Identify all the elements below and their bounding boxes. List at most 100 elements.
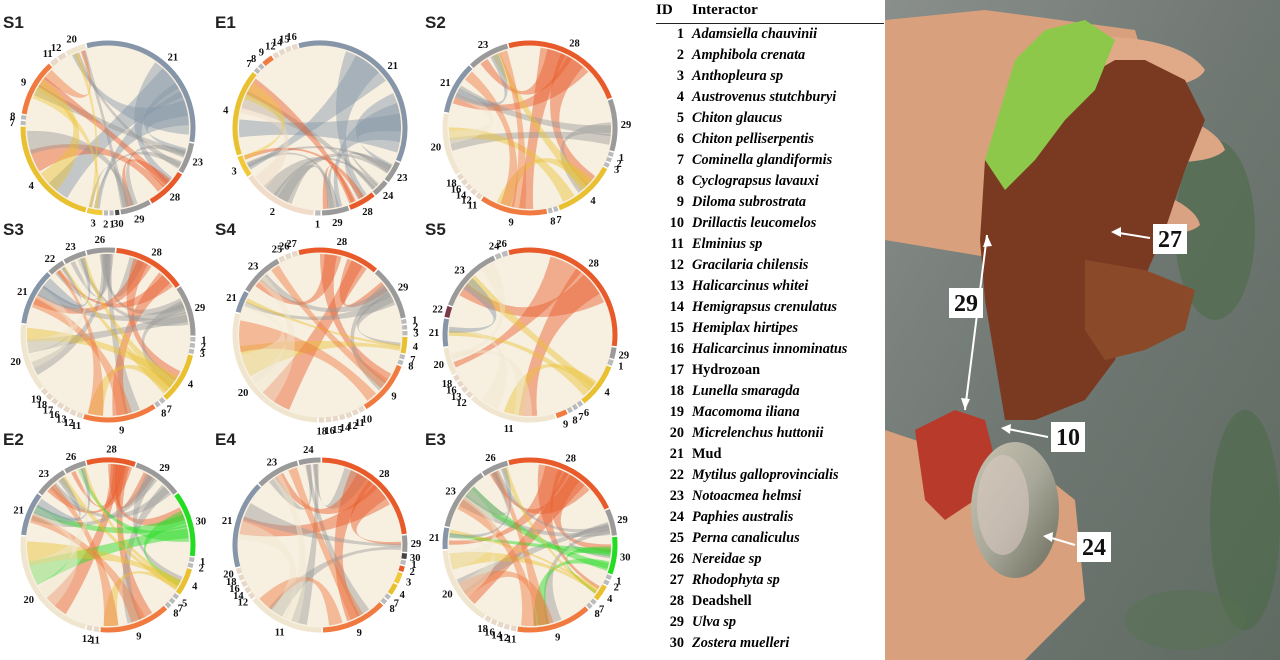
chord-node-label: 8 — [161, 409, 166, 420]
chord-arc — [553, 206, 559, 213]
chord-node-label: 1 — [616, 577, 621, 588]
chord-ribbon — [103, 571, 180, 626]
chord-arc — [593, 584, 607, 601]
chord-arc — [348, 192, 375, 210]
chord-ribbon — [28, 524, 189, 586]
chord-arc — [291, 43, 299, 50]
chord-arc — [566, 406, 574, 414]
chord-ribbon — [333, 103, 401, 208]
chord-node-label: 4 — [400, 590, 406, 601]
chord-ribbon — [263, 156, 378, 197]
chord-node-label: 12 — [63, 418, 74, 429]
chord-ribbon — [339, 258, 389, 308]
chord-node-label: 29 — [398, 283, 409, 294]
legend-id: 3 — [676, 68, 684, 84]
chord-arc — [443, 347, 457, 376]
chord-ribbon — [455, 85, 611, 137]
legend-id: 25 — [669, 530, 684, 546]
chord-node-label: 7 — [167, 404, 172, 415]
chord-ribbon — [273, 474, 307, 624]
legend-id: 6 — [676, 131, 684, 147]
chord-ribbon — [451, 262, 506, 361]
chord-node-label: 16 — [286, 32, 297, 43]
chord-node-label: 9 — [357, 628, 362, 639]
chord-ribbon — [493, 470, 610, 533]
chord-node-label: 3 — [232, 166, 237, 177]
chord-node-label: 20 — [66, 35, 77, 46]
chord-node-label: 28 — [151, 248, 162, 259]
chord-arc — [384, 161, 401, 183]
chord-arc — [189, 342, 196, 348]
chord-node-label: 18 — [316, 426, 327, 437]
chord-arc — [444, 65, 473, 113]
chord-ribbon — [108, 464, 186, 526]
chord-panel-label: S4 — [215, 220, 236, 239]
chord-node-label: 24 — [303, 445, 314, 456]
legend-name: Chiton pelliserpentis — [692, 131, 814, 147]
chord-node-label: 8 — [550, 217, 555, 228]
chord-ribbon — [31, 296, 132, 416]
chord-node-label: 28 — [337, 237, 348, 248]
chord-ribbon — [134, 62, 179, 184]
chord-node-label: 16 — [229, 584, 240, 595]
legend-id: 7 — [676, 152, 684, 168]
chord-ribbon — [116, 464, 153, 620]
chord-node-label: 18 — [442, 379, 453, 390]
chord-node-label: 26 — [66, 452, 77, 463]
chord-node-label: 1 — [315, 219, 320, 230]
chord-arc — [188, 557, 195, 563]
chord-node-label: 3 — [200, 349, 205, 360]
legend-id: 12 — [669, 257, 684, 273]
chord-ribbon — [496, 158, 594, 207]
legend-id: 11 — [670, 236, 684, 252]
chord-ribbon — [33, 504, 187, 534]
chord-ribbon — [449, 489, 497, 570]
chord-ribbon — [246, 146, 392, 171]
chord-node-label: 4 — [192, 582, 198, 593]
chord-arc — [235, 291, 249, 313]
chord-node-label: 28 — [566, 454, 577, 465]
chord-ribbon — [498, 50, 527, 209]
legend-name: Perna canaliculus — [692, 530, 800, 546]
chord-arc — [547, 207, 553, 214]
chord-node-label: 17 — [43, 405, 54, 416]
chord-arc — [278, 255, 286, 263]
chord-ribbon — [262, 260, 367, 410]
chord-node-label: 5 — [182, 598, 187, 609]
chord-ribbon — [273, 153, 390, 203]
chord-ribbon — [239, 484, 391, 537]
chord-arc — [508, 457, 610, 510]
chord-arc — [384, 593, 391, 600]
legend-id: 23 — [669, 488, 684, 504]
chord-arc — [453, 374, 461, 382]
chord-ribbon — [492, 52, 591, 191]
chord-arc — [188, 348, 195, 355]
chord-ribbon — [350, 480, 401, 546]
legend-name: Mud — [692, 446, 722, 462]
chord-ribbon — [126, 145, 186, 206]
chord-node-label: 1 — [411, 560, 416, 571]
chord-ribbon — [49, 483, 119, 626]
chord-arc — [460, 385, 469, 394]
chord-ribbon — [241, 91, 375, 190]
chord-ribbon — [459, 274, 605, 318]
chord-arc — [442, 527, 450, 550]
chord-arc — [607, 98, 618, 152]
chord-arc — [503, 623, 511, 630]
chord-panel-label: E1 — [215, 13, 236, 32]
chord-ribbon — [275, 472, 378, 515]
chord-arc — [322, 602, 384, 633]
chord-ribbon — [245, 298, 401, 348]
chord-arc — [258, 460, 299, 487]
chord-ribbon — [449, 278, 497, 333]
chord-node-label: 29 — [617, 515, 628, 526]
chord-interior — [237, 252, 403, 418]
